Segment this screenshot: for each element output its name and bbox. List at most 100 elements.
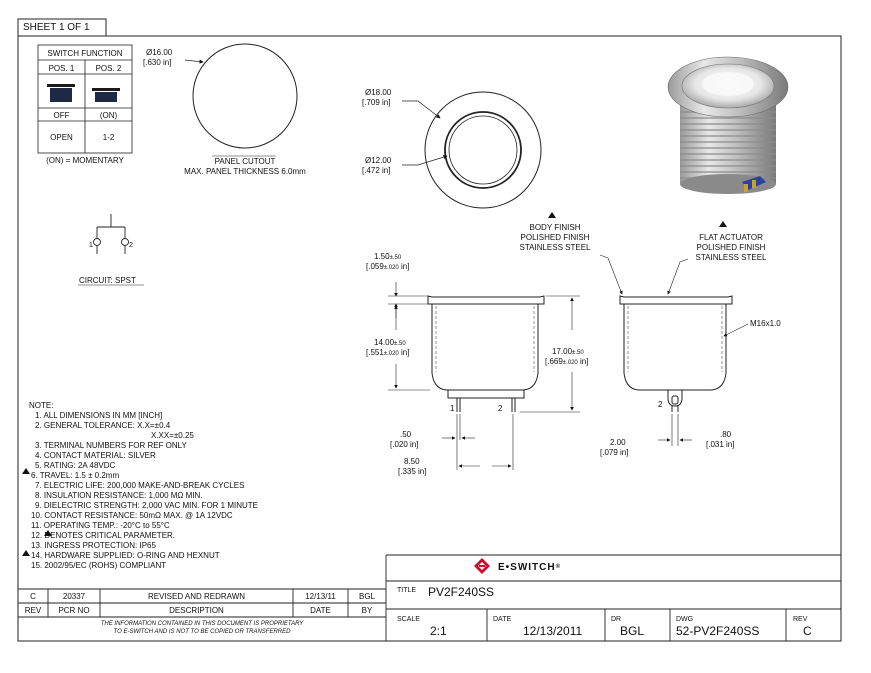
circuit-symbol bbox=[93, 214, 129, 254]
actuator-line2: POLISHED FINISH bbox=[696, 243, 766, 252]
note-2: 2. GENERAL TOLERANCE: X.X=±0.4 bbox=[35, 421, 171, 430]
sheet-border bbox=[17, 35, 842, 642]
dwg-value: 52-PV2F240SS bbox=[676, 624, 760, 638]
by-value: BGL bbox=[358, 592, 375, 601]
dim-pin-width: .50 bbox=[400, 430, 412, 439]
date-value-tb: 12/13/2011 bbox=[523, 624, 583, 638]
pcr-value: 20337 bbox=[62, 592, 86, 601]
e-switch-logo bbox=[474, 558, 490, 574]
disclaimer-line2: TO E-SWITCH AND IS NOT TO BE COPIED OR T… bbox=[113, 629, 291, 635]
note-3: 3. TERMINAL NUMBERS FOR REF ONLY bbox=[35, 441, 187, 450]
thread-label: M16x1.0 bbox=[750, 319, 781, 328]
outer-diameter-in: [.709 in] bbox=[362, 98, 391, 107]
pos2-circuit: 1-2 bbox=[102, 133, 115, 142]
dim-terminal-offset-in: [.079 in] bbox=[600, 448, 629, 457]
pos1-circuit: OPEN bbox=[50, 133, 73, 142]
rev-header: REV bbox=[24, 606, 42, 615]
front-view bbox=[424, 91, 542, 209]
dim-terminal-width-in: [.031 in] bbox=[706, 440, 735, 449]
date-value: 12/13/11 bbox=[305, 592, 336, 601]
panel-cutout-label: PANEL CUTOUT bbox=[214, 157, 276, 166]
pcr-header: PCR NO bbox=[58, 606, 90, 615]
title-label: TITLE bbox=[397, 587, 417, 594]
scale-value: 2:1 bbox=[430, 624, 447, 638]
body-finish-line2: POLISHED FINISH bbox=[520, 233, 590, 242]
switch-on-icon bbox=[92, 88, 120, 102]
inner-diameter: Ø12.00 bbox=[365, 156, 392, 165]
circuit-label: CIRCUIT: SPST bbox=[79, 276, 136, 285]
note-8: 8. INSULATION RESISTANCE: 1,000 MΩ MIN. bbox=[35, 491, 203, 500]
dim-total-height: 17.00±.50 bbox=[552, 347, 584, 356]
cutout-diameter: Ø16.00 bbox=[146, 48, 173, 57]
inner-diameter-in: [.472 in] bbox=[362, 166, 391, 175]
actuator-line3: STAINLESS STEEL bbox=[695, 253, 767, 262]
rev-value: C bbox=[30, 592, 36, 601]
rev-value-tb: C bbox=[803, 624, 812, 638]
dim-pitch-in: [.335 in] bbox=[398, 467, 427, 476]
notes-title: NOTE: bbox=[29, 401, 54, 410]
side-view-right bbox=[619, 295, 733, 412]
pos2-state: (ON) bbox=[99, 111, 118, 120]
switch-function-table bbox=[37, 44, 133, 154]
dim-terminal-width: .80 bbox=[720, 430, 732, 439]
note-12: 12. DENOTES CRITICAL PARAMETER. bbox=[31, 531, 176, 540]
note-11: 11. OPERATING TEMP.: -20°C to 55°C bbox=[31, 521, 170, 530]
dim-pitch: 8.50 bbox=[404, 457, 420, 466]
terminal-2b-label: 2 bbox=[658, 400, 663, 409]
note-7: 7. ELECTRIC LIFE: 200,000 MAKE-AND-BREAK… bbox=[35, 481, 245, 490]
actuator-line1: FLAT ACTUATOR bbox=[699, 233, 763, 242]
date-label: DATE bbox=[493, 616, 512, 623]
drawing-title: PV2F240SS bbox=[428, 585, 495, 599]
terminal-2-label: 2 bbox=[498, 404, 503, 413]
dim-total-height-in: [.669±.020 in] bbox=[545, 357, 589, 366]
dim-top-flange-in: [.059±.020 in] bbox=[366, 262, 410, 271]
desc-value: REVISED AND REDRAWN bbox=[147, 592, 246, 601]
dim-body-height-in: [.551±.020 in] bbox=[366, 348, 410, 357]
drawn-by-value: BGL bbox=[620, 624, 645, 638]
desc-header: DESCRIPTION bbox=[169, 606, 224, 615]
dim-top-flange: 1.50±.50 bbox=[374, 252, 402, 261]
pin1-label: 1 bbox=[89, 242, 93, 249]
note-15: 15. 2002/95/EC (ROHS) COMPLIANT bbox=[31, 561, 167, 570]
brand-name: E•SWITCH® bbox=[498, 562, 562, 573]
note-4: 4. CONTACT MATERIAL: SILVER bbox=[35, 451, 156, 460]
pin2-label: 2 bbox=[129, 242, 133, 249]
terminal-1-label: 1 bbox=[450, 404, 455, 413]
note-9: 9. DIELECTRIC STRENGTH: 2,000 VAC MIN. F… bbox=[35, 501, 258, 510]
body-finish-line3: STAINLESS STEEL bbox=[519, 243, 591, 252]
body-finish-line1: BODY FINISH bbox=[529, 223, 581, 232]
outer-diameter: Ø18.00 bbox=[365, 88, 392, 97]
disclaimer-line1: THE INFORMATION CONTAINED IN THIS DOCUME… bbox=[100, 621, 304, 627]
rev-label-tb: REV bbox=[793, 616, 808, 623]
momentary-legend: (ON) = MOMENTARY bbox=[46, 156, 124, 165]
note-13: 13. INGRESS PROTECTION: IP65 bbox=[31, 541, 156, 550]
date-header: DATE bbox=[310, 606, 331, 615]
note-6: 6. TRAVEL: 1.5 ± 0.2mm bbox=[31, 471, 120, 480]
pos1-header: POS. 1 bbox=[48, 64, 75, 73]
cutout-diameter-in: [.630 in] bbox=[143, 58, 172, 67]
side-view-left bbox=[427, 295, 545, 412]
pos1-state: OFF bbox=[53, 111, 70, 120]
note-1: 1. ALL DIMENSIONS IN MM [INCH] bbox=[35, 411, 163, 420]
note-14: 14. HARDWARE SUPPLIED: O-RING AND HEXNUT bbox=[31, 551, 220, 560]
sheet-number: SHEET 1 OF 1 bbox=[23, 22, 90, 33]
by-header: BY bbox=[361, 606, 373, 615]
scale-label: SCALE bbox=[397, 616, 420, 623]
panel-thickness: MAX. PANEL THICKNESS 6.0mm bbox=[184, 167, 306, 176]
switch-off-icon bbox=[47, 84, 75, 102]
switch-function-title: SWITCH FUNCTION bbox=[47, 49, 123, 58]
note-2b: X.XX=±0.25 bbox=[151, 431, 194, 440]
drawn-by-label: DR bbox=[611, 616, 622, 623]
critical-marker-icon bbox=[22, 212, 727, 556]
pos2-header: POS. 2 bbox=[95, 64, 122, 73]
dim-pin-width-in: [.020 in] bbox=[390, 440, 419, 449]
panel-cutout-circle bbox=[192, 43, 298, 149]
title-block-frame bbox=[18, 554, 841, 641]
dim-body-height: 14.00±.50 bbox=[374, 338, 406, 347]
note-10: 10. CONTACT RESISTANCE: 50mΩ MAX. @ 1A 1… bbox=[31, 511, 233, 520]
dim-terminal-offset: 2.00 bbox=[610, 438, 626, 447]
product-render bbox=[667, 56, 789, 194]
note-5: 5. RATING: 2A 48VDC bbox=[35, 461, 116, 470]
dwg-label: DWG bbox=[676, 616, 694, 623]
